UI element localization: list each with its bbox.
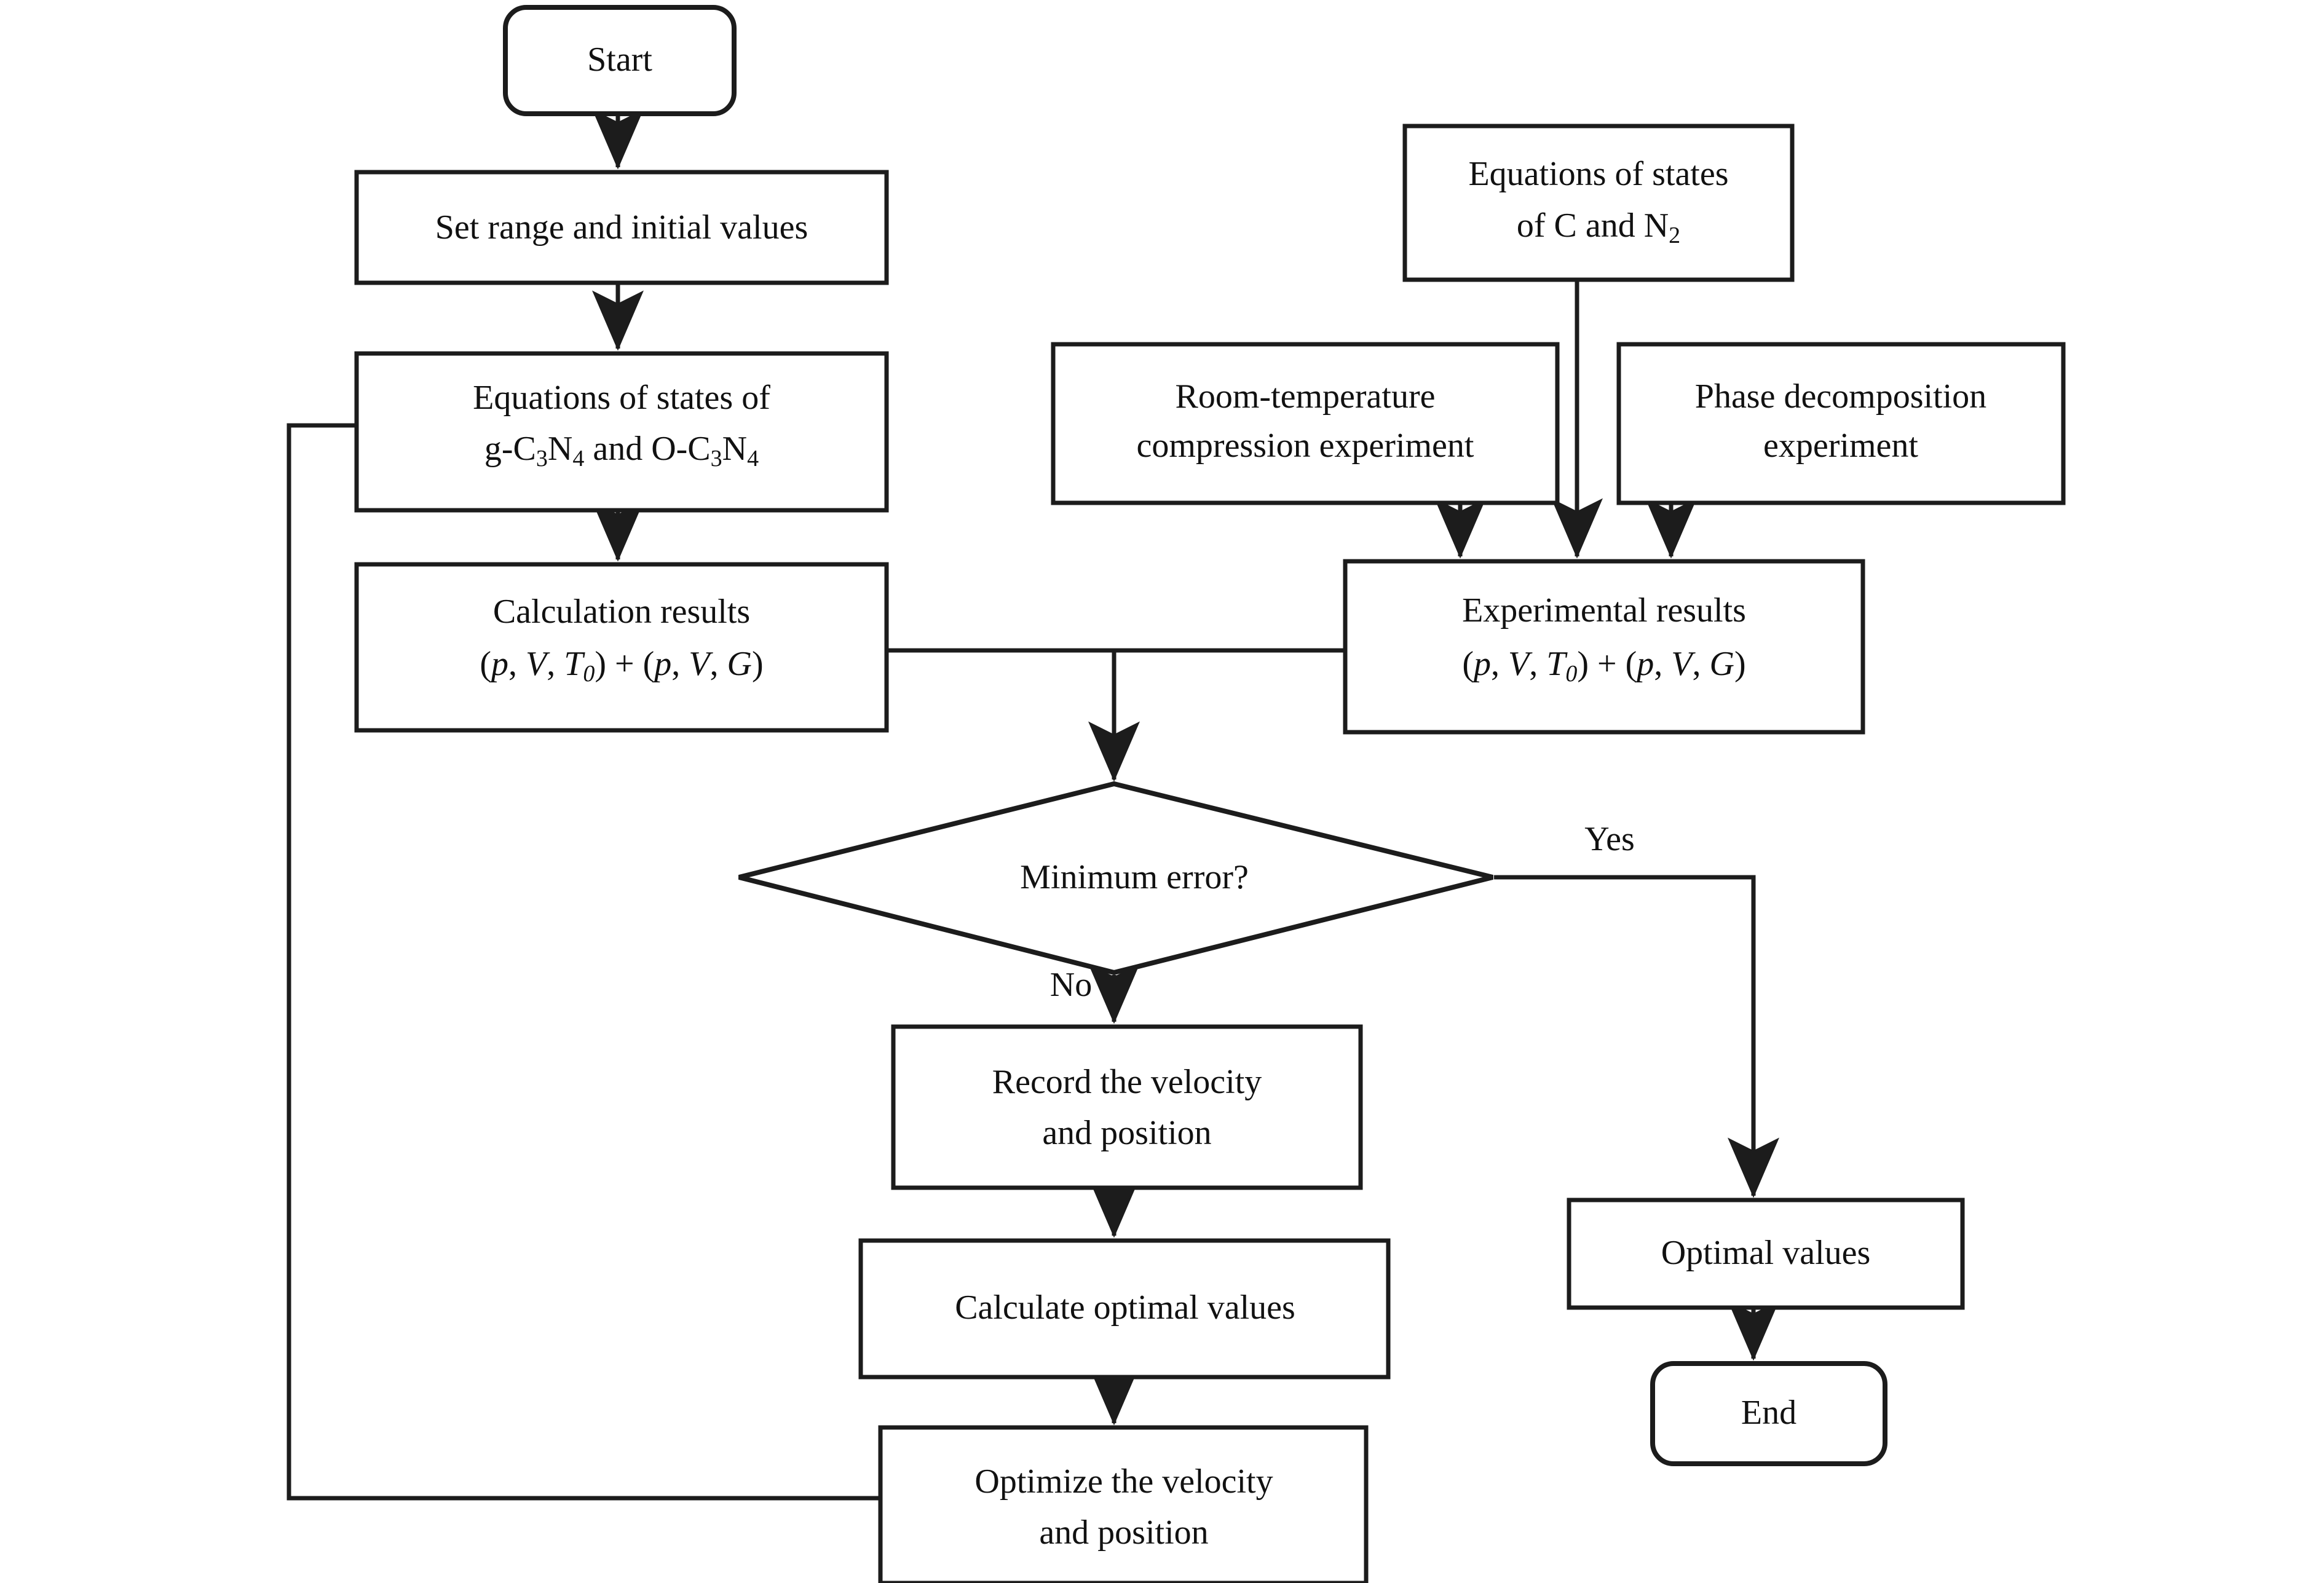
start-shape xyxy=(503,5,737,116)
cr-close1: ) xyxy=(595,645,606,683)
min-error-shape xyxy=(738,781,1493,976)
optimize-line2: and position xyxy=(1039,1514,1208,1552)
calc-results-shape xyxy=(354,562,889,733)
er-open1: ( xyxy=(1462,645,1474,683)
edge-label-yes: Yes xyxy=(1584,820,1634,858)
node-exp-results[interactable]: Experimental results (p, V, T0) + (p, V,… xyxy=(1343,559,1865,735)
cr-v2: V xyxy=(689,645,713,683)
er-g: G xyxy=(1710,645,1734,683)
cr-p1: p xyxy=(489,645,508,683)
eos-c-n2-line2: of C and N2 xyxy=(1517,207,1680,248)
phase-decomp-line2: experiment xyxy=(1763,427,1918,465)
node-eos-c-n2[interactable]: Equations of states of C and N2 xyxy=(1402,124,1795,282)
node-optimal-values[interactable]: Optimal values xyxy=(1567,1198,1965,1310)
cr-p2: p xyxy=(652,645,671,683)
er-c3: , xyxy=(1654,645,1662,683)
eos-formula-e: N xyxy=(722,430,747,468)
cr-c1: , xyxy=(508,645,517,683)
eos-formula-sub2: 4 xyxy=(572,446,584,472)
er-c1: , xyxy=(1491,645,1500,683)
er-c2: , xyxy=(1529,645,1538,683)
record-line2: and position xyxy=(1042,1114,1211,1152)
calc-optimal-label: Calculate optimal values xyxy=(955,1289,1295,1327)
record-shape xyxy=(891,1024,1363,1190)
er-c4: , xyxy=(1693,645,1701,683)
er-close1: ) xyxy=(1577,645,1589,683)
cr-open1: ( xyxy=(480,645,491,683)
end-shape xyxy=(1650,1361,1887,1466)
phase-decomp-line1: Phase decomposition xyxy=(1695,377,1986,416)
eos-cn2-text: of C and N xyxy=(1517,207,1669,245)
phase-decomp-shape xyxy=(1616,342,2066,505)
node-room-temp[interactable]: Room-temperature compression experiment xyxy=(1051,342,1560,505)
node-optimize[interactable]: Optimize the velocity and position xyxy=(878,1425,1369,1583)
eos-formula-sub4: 4 xyxy=(747,446,759,472)
room-temp-shape xyxy=(1051,342,1560,505)
optimal-values-label: Optimal values xyxy=(1661,1234,1871,1272)
er-p2: p xyxy=(1634,645,1654,683)
cr-t-sub: 0 xyxy=(583,661,595,687)
er-close2: ) xyxy=(1734,645,1746,683)
eos-formula-c: and O-C xyxy=(584,430,710,468)
room-temp-line1: Room-temperature xyxy=(1176,377,1436,416)
node-set-range[interactable]: Set range and initial values xyxy=(354,170,889,285)
record-line1: Record the velocity xyxy=(992,1063,1262,1101)
end-label: End xyxy=(1741,1394,1796,1432)
er-t-sub: 0 xyxy=(1565,661,1577,687)
edge-decision-yes-to-optimal xyxy=(1494,875,1779,1198)
cr-g: G xyxy=(727,645,752,683)
node-min-error[interactable]: Minimum error? xyxy=(738,781,1493,976)
eos-gcn-ocn-line2: g-C3N4 and O-C3N4 xyxy=(484,430,759,472)
exp-results-line1: Experimental results xyxy=(1462,591,1746,630)
exp-results-shape xyxy=(1343,559,1865,735)
node-eos-gcn-ocn[interactable]: Equations of states of g-C3N4 and O-C3N4 xyxy=(354,351,889,513)
node-start[interactable]: Start xyxy=(503,5,737,116)
cr-t: T xyxy=(564,645,585,683)
calc-results-line2: (p, V, T0) + (p, V, G) xyxy=(480,645,763,687)
eos-gcn-ocn-shape xyxy=(354,351,889,513)
eos-formula-sub1: 3 xyxy=(536,446,548,472)
node-phase-decomp[interactable]: Phase decomposition experiment xyxy=(1616,342,2066,505)
cr-open2: ( xyxy=(643,645,655,683)
er-t: T xyxy=(1546,645,1568,683)
node-calc-results[interactable]: Calculation results (p, V, T0) + (p, V, … xyxy=(354,562,889,733)
optimize-line1: Optimize the velocity xyxy=(974,1463,1273,1501)
eos-c-n2-shape xyxy=(1402,124,1795,282)
room-temp-line2: compression experiment xyxy=(1137,427,1474,465)
eos-formula-a: g-C xyxy=(484,430,536,468)
er-open2: ( xyxy=(1626,645,1637,683)
eos-c-n2-line1: Equations of states xyxy=(1468,155,1728,193)
node-record[interactable]: Record the velocity and position xyxy=(891,1024,1363,1190)
cr-c3: , xyxy=(671,645,680,683)
cr-c2: , xyxy=(547,645,555,683)
set-range-shape xyxy=(354,170,889,285)
er-p1: p xyxy=(1471,645,1491,683)
er-v1: V xyxy=(1508,645,1533,683)
calc-optimal-shape xyxy=(858,1238,1391,1380)
optimize-shape xyxy=(878,1425,1369,1583)
eos-formula-b: N xyxy=(548,430,572,468)
cr-close2: ) xyxy=(752,645,764,683)
optimal-values-shape xyxy=(1567,1198,1965,1310)
er-v2: V xyxy=(1671,645,1696,683)
eos-formula-d: 3 xyxy=(711,446,722,472)
cr-v1: V xyxy=(526,645,550,683)
cr-plus: + xyxy=(615,645,634,683)
er-plus: + xyxy=(1597,645,1617,683)
eos-cn2-sub: 2 xyxy=(1669,223,1680,248)
set-range-label: Set range and initial values xyxy=(435,208,808,247)
eos-gcn-ocn-line1: Equations of states of xyxy=(473,379,770,417)
start-label: Start xyxy=(587,41,652,79)
min-error-label: Minimum error? xyxy=(1020,858,1249,896)
cr-c4: , xyxy=(710,645,719,683)
node-calc-optimal[interactable]: Calculate optimal values xyxy=(858,1238,1391,1380)
node-end[interactable]: End xyxy=(1650,1361,1887,1466)
calc-results-line1: Calculation results xyxy=(493,593,750,631)
exp-results-line2: (p, V, T0) + (p, V, G) xyxy=(1462,645,1745,687)
edge-label-no: No xyxy=(1050,966,1092,1004)
